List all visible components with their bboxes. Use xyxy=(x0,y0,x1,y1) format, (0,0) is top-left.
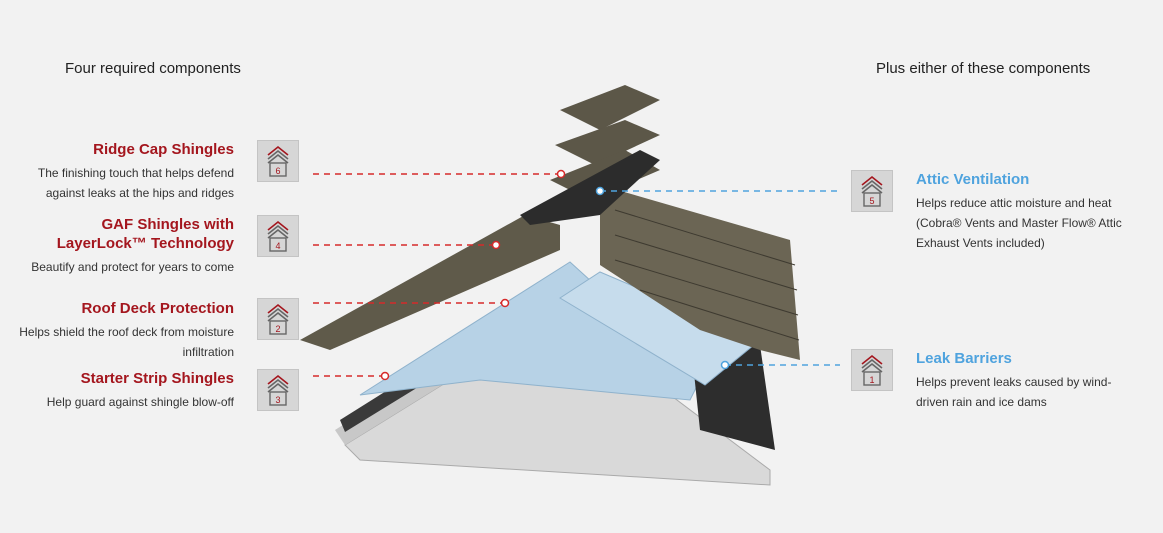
ridge-cap-shingles xyxy=(560,85,660,130)
component-number: 1 xyxy=(869,375,874,385)
roof-deck-protection-icon: 2 xyxy=(257,298,299,340)
house-icon: 4 xyxy=(267,220,289,252)
shingles-icon: 4 xyxy=(257,215,299,257)
component-description: Helps reduce attic moisture and heat (Co… xyxy=(916,196,1122,250)
attic-vent xyxy=(520,150,660,225)
optional-components-heading: Plus either of these components xyxy=(876,60,1091,77)
attic-ventilation-icon: 5 xyxy=(851,170,893,212)
component-starter-strip: Starter Strip Shingles Help guard agains… xyxy=(14,369,234,412)
component-title: Roof Deck Protection xyxy=(81,300,234,317)
house-icon: 1 xyxy=(861,354,883,386)
roof-deck-protection-layer xyxy=(359,261,701,401)
component-description: Beautify and protect for years to come xyxy=(31,260,234,274)
component-ridge-cap: Ridge Cap Shingles The finishing touch t… xyxy=(14,140,234,203)
component-title: Ridge Cap Shingles xyxy=(93,141,234,158)
component-title: Starter Strip Shingles xyxy=(80,370,234,387)
component-number: 2 xyxy=(275,324,280,334)
component-description: Help guard against shingle blow-off xyxy=(46,395,234,409)
component-roof-deck-protection: Roof Deck Protection Helps shield the ro… xyxy=(14,299,234,362)
component-title: Attic Ventilation xyxy=(916,171,1030,188)
component-description: The finishing touch that helps defend ag… xyxy=(37,166,234,200)
component-attic-ventilation: Attic Ventilation Helps reduce attic moi… xyxy=(916,170,1136,253)
component-shingles: GAF Shingles with LayerLock™ Technology … xyxy=(14,215,234,277)
house-icon: 5 xyxy=(861,175,883,207)
component-title: GAF Shingles with LayerLock™ Technology xyxy=(56,216,234,252)
ridge-cap-icon: 6 xyxy=(257,140,299,182)
component-number: 3 xyxy=(275,395,280,405)
component-number: 4 xyxy=(275,241,280,251)
component-number: 6 xyxy=(275,166,280,176)
house-icon: 3 xyxy=(267,374,289,406)
component-description: Helps shield the roof deck from moisture… xyxy=(19,325,234,359)
house-icon: 6 xyxy=(267,145,289,177)
starter-strip-icon: 3 xyxy=(257,369,299,411)
house-icon: 2 xyxy=(267,303,289,335)
leak-barrier-icon: 1 xyxy=(851,349,893,391)
component-description: Helps prevent leaks caused by wind-drive… xyxy=(916,375,1112,409)
right-shingle-slope xyxy=(600,185,800,360)
component-title: Leak Barriers xyxy=(916,350,1012,367)
component-leak-barriers: Leak Barriers Helps prevent leaks caused… xyxy=(916,349,1136,412)
component-number: 5 xyxy=(869,196,874,206)
required-components-heading: Four required components xyxy=(65,60,241,77)
